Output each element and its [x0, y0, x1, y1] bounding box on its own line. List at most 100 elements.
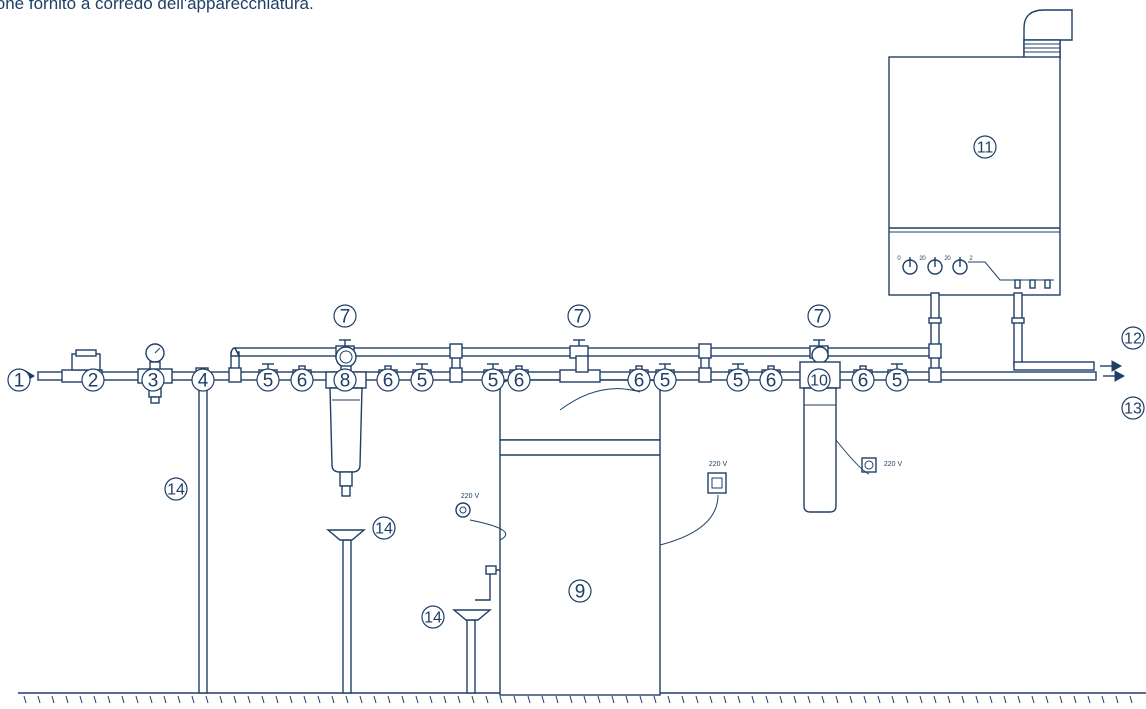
- callout-5: 5: [256, 368, 280, 392]
- ball-valve: [569, 339, 589, 359]
- callout-6: 6: [851, 368, 875, 392]
- callout-14-c: 14: [421, 605, 445, 629]
- knob-min-label: 0: [922, 256, 926, 262]
- callout-3: 3: [141, 368, 165, 392]
- ground-tick: [289, 695, 293, 704]
- ground-tick: [919, 695, 923, 704]
- ground-tick: [625, 695, 629, 704]
- svg-text:9: 9: [575, 582, 586, 603]
- callout-12: 12: [1121, 326, 1145, 350]
- callout-10: 10: [807, 368, 831, 392]
- dosing-device: 220 V: [799, 346, 902, 513]
- svg-text:5: 5: [660, 371, 671, 392]
- knob-max-label: 2: [944, 256, 948, 262]
- ground-tick: [527, 695, 531, 704]
- ground-tick: [163, 695, 167, 704]
- svg-text:7: 7: [814, 307, 825, 328]
- ground-tick: [653, 695, 657, 704]
- svg-text:1: 1: [14, 371, 25, 392]
- ground-tick: [93, 695, 97, 704]
- svg-text:5: 5: [488, 371, 499, 392]
- ground-tick: [107, 695, 111, 704]
- ground-tick: [989, 695, 993, 704]
- svg-text:6: 6: [383, 371, 394, 392]
- ground-tick: [821, 695, 825, 704]
- ground-tick: [849, 695, 853, 704]
- svg-text:14: 14: [424, 610, 442, 627]
- ground-tick: [457, 695, 461, 704]
- callout-13: 13: [1121, 396, 1145, 420]
- ground-tick: [975, 695, 979, 704]
- callout-7-a: 7: [333, 304, 357, 328]
- ground-tick: [233, 695, 237, 704]
- callout-4: 4: [191, 368, 215, 392]
- ground-tick: [863, 695, 867, 704]
- ground-tick: [275, 695, 279, 704]
- svg-text:2: 2: [88, 371, 99, 392]
- ground-tick: [793, 695, 797, 704]
- callout-5: 5: [726, 368, 750, 392]
- ground-tick: [569, 695, 573, 704]
- ground-tick: [807, 695, 811, 704]
- callout-2: 2: [81, 368, 105, 392]
- svg-text:10: 10: [810, 373, 828, 390]
- ground-tick: [1045, 695, 1049, 704]
- svg-text:3: 3: [148, 371, 159, 392]
- svg-text:4: 4: [198, 371, 209, 392]
- ground-tick: [737, 695, 741, 704]
- callout-6: 6: [507, 368, 531, 392]
- ground-tick: [373, 695, 377, 704]
- ground-tick: [639, 695, 643, 704]
- ground-tick: [51, 695, 55, 704]
- callout-8: 8: [333, 368, 357, 392]
- voltage-label-softener-plug: 220 V: [461, 493, 480, 500]
- ground-tick: [219, 695, 223, 704]
- ground-tick: [303, 695, 307, 704]
- svg-text:6: 6: [514, 371, 525, 392]
- callout-1: 1: [7, 368, 31, 392]
- ground-tick: [1129, 695, 1133, 704]
- callout-14-b: 14: [372, 516, 396, 540]
- ground-tick: [695, 695, 699, 704]
- ground-tick: [261, 695, 265, 704]
- svg-text:14: 14: [167, 482, 185, 499]
- svg-text:13: 13: [1124, 401, 1142, 418]
- ground-tick: [1059, 695, 1063, 704]
- ground-tick: [1017, 695, 1021, 704]
- ground-tick: [583, 695, 587, 704]
- filter: [325, 346, 367, 541]
- ground-tick: [723, 695, 727, 704]
- callout-5: 5: [410, 368, 434, 392]
- ground-tick: [961, 695, 965, 704]
- ground-tick: [191, 695, 195, 704]
- ground-tick: [541, 695, 545, 704]
- svg-text:6: 6: [297, 371, 308, 392]
- svg-text:6: 6: [858, 371, 869, 392]
- knob-max-label: 2: [919, 256, 923, 262]
- knob-max-label: 2: [969, 256, 973, 262]
- ground-tick: [947, 695, 951, 704]
- ground-tick: [1031, 695, 1035, 704]
- ground-tick: [499, 695, 503, 704]
- knob-min-label: 0: [947, 256, 951, 262]
- callout-14-a: 14: [164, 477, 188, 501]
- ground-tick: [1003, 695, 1007, 704]
- callout-6: 6: [290, 368, 314, 392]
- ground-tick: [121, 695, 125, 704]
- ground-tick: [359, 695, 363, 704]
- svg-text:14: 14: [375, 521, 393, 538]
- ground-tick: [611, 695, 615, 704]
- ground-tick: [835, 695, 839, 704]
- ground-tick: [681, 695, 685, 704]
- ground-tick: [135, 695, 139, 704]
- outlet-arrow-12: [1111, 360, 1123, 372]
- callout-11: 11: [973, 135, 997, 159]
- ground-tick: [79, 695, 83, 704]
- ground-tick: [387, 695, 391, 704]
- ground-tick: [247, 695, 251, 704]
- svg-text:11: 11: [977, 140, 994, 157]
- ground-tick: [149, 695, 153, 704]
- callout-6: 6: [759, 368, 783, 392]
- caption-text: ione fornito a corredo dell'apparecchiat…: [0, 0, 314, 13]
